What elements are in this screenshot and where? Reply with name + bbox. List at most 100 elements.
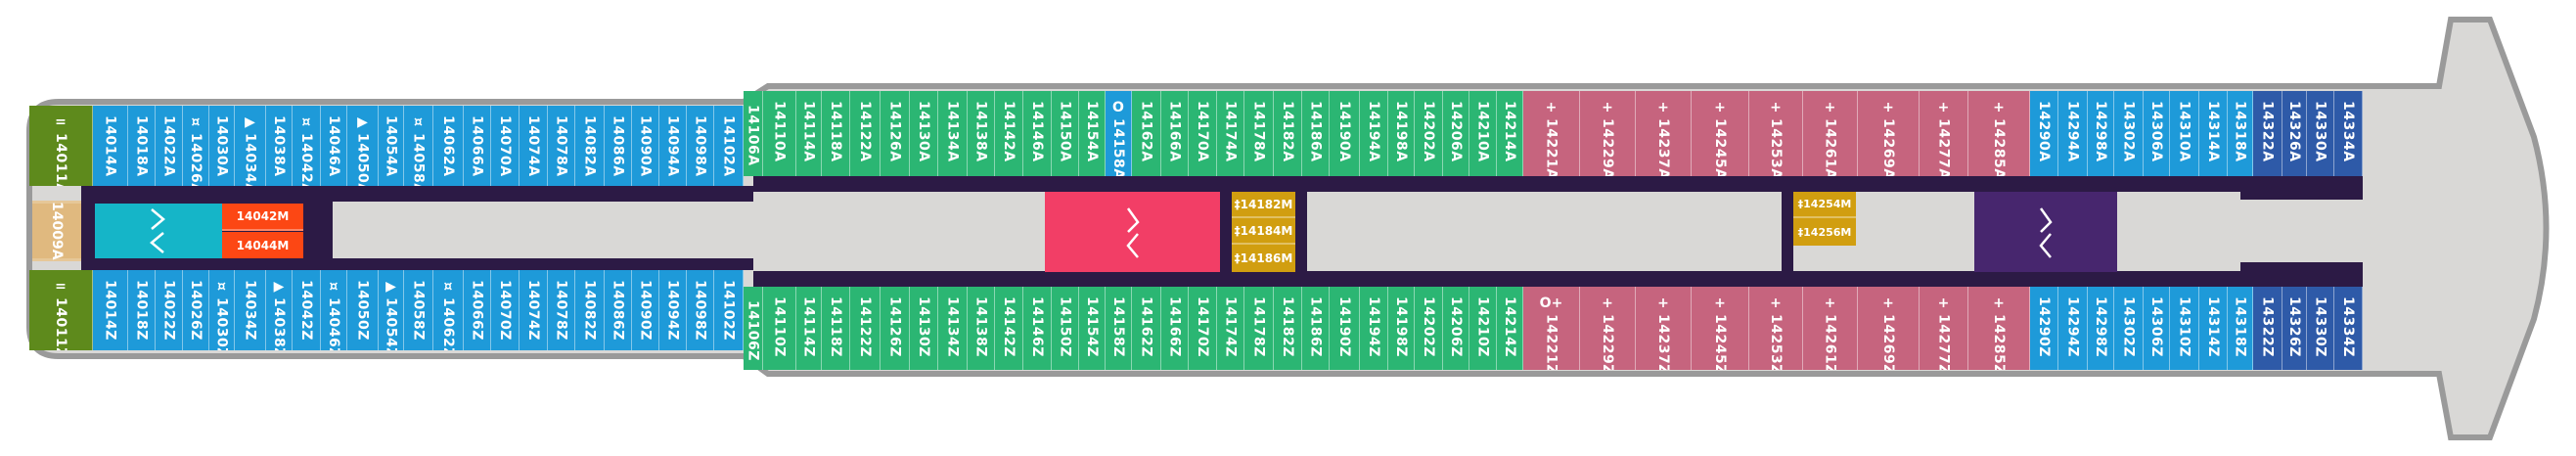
cabin-14198Z[interactable]: 14198Z — [1388, 287, 1415, 370]
cabin-14070A[interactable]: 14070A — [491, 106, 520, 186]
cabin-14154A[interactable]: 14154A — [1079, 91, 1106, 176]
cabin-14058Z[interactable]: 14058Z — [404, 270, 433, 350]
cabin-14138Z[interactable]: 14138Z — [968, 287, 995, 370]
cabin-14314Z[interactable]: 14314Z — [2199, 287, 2228, 370]
cabin-14026A[interactable]: ¤14026A — [183, 106, 209, 186]
cabin-14066A[interactable]: 14066A — [464, 106, 491, 186]
cabin-14210Z[interactable]: 14210Z — [1469, 287, 1497, 370]
cabin-14098A[interactable]: 14098A — [687, 106, 714, 186]
cabin-14170Z[interactable]: 14170Z — [1189, 287, 1217, 370]
cabin-14162A[interactable]: 14162A — [1132, 91, 1161, 176]
cabin-14038A[interactable]: 14038A — [266, 106, 293, 186]
cabin-14290Z[interactable]: 14290Z — [2030, 287, 2058, 370]
cabin-14206Z[interactable]: 14206Z — [1443, 287, 1469, 370]
cabin-14090A[interactable]: 14090A — [632, 106, 659, 186]
cabin-14184M[interactable]: ‡14184M — [1232, 218, 1295, 245]
cabin-14269A[interactable]: +14269A — [1858, 91, 1920, 176]
cabin-14094Z[interactable]: 14094Z — [659, 270, 687, 350]
cabin-14198A[interactable]: 14198A — [1388, 91, 1415, 176]
cabin-14150Z[interactable]: 14150Z — [1052, 287, 1079, 370]
cabin-14326Z[interactable]: 14326Z — [2282, 287, 2307, 370]
cabin-14034A[interactable]: ▶14034A — [235, 106, 266, 186]
cabin-14078A[interactable]: 14078A — [548, 106, 575, 186]
cabin-14229A[interactable]: +14229A — [1580, 91, 1636, 176]
cabin-14086Z[interactable]: 14086Z — [605, 270, 632, 350]
cabin-14306A[interactable]: 14306A — [2144, 91, 2170, 176]
cabin-14310A[interactable]: 14310A — [2170, 91, 2199, 176]
cabin-14022A[interactable]: 14022A — [156, 106, 183, 186]
cabin-14158Z[interactable]: 14158Z — [1106, 287, 1132, 370]
cabin-14254M[interactable]: ‡14254M — [1793, 192, 1856, 218]
cabin-14014Z[interactable]: 14014Z — [93, 270, 128, 350]
cabin-14078Z[interactable]: 14078Z — [548, 270, 575, 350]
cabin-14190A[interactable]: 14190A — [1330, 91, 1360, 176]
cabin-14146Z[interactable]: 14146Z — [1023, 287, 1052, 370]
cabin-14186Z[interactable]: 14186Z — [1302, 287, 1330, 370]
cabin-14178A[interactable]: 14178A — [1244, 91, 1274, 176]
cabin-14106Z[interactable]: 14106Z — [744, 287, 763, 370]
cabin-14118Z[interactable]: 14118Z — [822, 287, 850, 370]
cabin-14214Z[interactable]: 14214Z — [1497, 287, 1523, 370]
cabin-14102A[interactable]: 14102A — [714, 106, 744, 186]
cabin-14253Z[interactable]: +14253Z — [1749, 287, 1803, 370]
cabin-14206A[interactable]: 14206A — [1443, 91, 1469, 176]
cabin-14046Z[interactable]: ¤14046Z — [321, 270, 347, 350]
cabin-14050Z[interactable]: 14050Z — [347, 270, 379, 350]
cabin-14130A[interactable]: 14130A — [910, 91, 938, 176]
cabin-14330A[interactable]: 14330A — [2307, 91, 2334, 176]
cabin-14318A[interactable]: 14318A — [2228, 91, 2253, 176]
cabin-14054Z[interactable]: ▶14054Z — [379, 270, 404, 350]
cabin-14326A[interactable]: 14326A — [2282, 91, 2307, 176]
cabin-14186A[interactable]: 14186A — [1302, 91, 1330, 176]
cabin-14011A[interactable]: =14011A — [29, 106, 93, 186]
cabin-14182M[interactable]: ‡14182M — [1232, 192, 1295, 218]
cabin-14066Z[interactable]: 14066Z — [464, 270, 491, 350]
cabin-14011Z[interactable]: =14011Z — [29, 270, 93, 350]
cabin-14062Z[interactable]: ¤14062Z — [433, 270, 464, 350]
cabin-14082Z[interactable]: 14082Z — [575, 270, 605, 350]
cabin-14166Z[interactable]: 14166Z — [1161, 287, 1189, 370]
cabin-14245A[interactable]: +14245A — [1692, 91, 1749, 176]
cabin-14245Z[interactable]: +14245Z — [1692, 287, 1749, 370]
cabin-14138A[interactable]: 14138A — [968, 91, 995, 176]
cabin-14018Z[interactable]: 14018Z — [128, 270, 156, 350]
cabin-14094A[interactable]: 14094A — [659, 106, 687, 186]
cabin-14285A[interactable]: +14285A — [1968, 91, 2030, 176]
cabin-14042M[interactable]: 14042M — [222, 204, 303, 231]
cabin-14062A[interactable]: 14062A — [433, 106, 464, 186]
cabin-14126A[interactable]: 14126A — [881, 91, 910, 176]
cabin-14285Z[interactable]: +14285Z — [1968, 287, 2030, 370]
cabin-14118A[interactable]: 14118A — [822, 91, 850, 176]
cabin-14110Z[interactable]: 14110Z — [763, 287, 796, 370]
cabin-14154Z[interactable]: 14154Z — [1079, 287, 1106, 370]
cabin-14174Z[interactable]: 14174Z — [1217, 287, 1244, 370]
cabin-14034Z[interactable]: 14034Z — [235, 270, 266, 350]
cabin-14106A[interactable]: 14106A — [744, 91, 763, 176]
cabin-14046A[interactable]: 14046A — [321, 106, 347, 186]
cabin-14237Z[interactable]: +14237Z — [1636, 287, 1692, 370]
cabin-14022Z[interactable]: 14022Z — [156, 270, 183, 350]
cabin-14018A[interactable]: 14018A — [128, 106, 156, 186]
cabin-14126Z[interactable]: 14126Z — [881, 287, 910, 370]
cabin-14038Z[interactable]: ▶14038Z — [266, 270, 293, 350]
cabin-14302Z[interactable]: 14302Z — [2114, 287, 2144, 370]
cabin-14261Z[interactable]: +14261Z — [1803, 287, 1858, 370]
cabin-14054A[interactable]: 14054A — [379, 106, 404, 186]
cabin-14294A[interactable]: 14294A — [2058, 91, 2088, 176]
cabin-14277Z[interactable]: +14277Z — [1920, 287, 1968, 370]
cabin-14182Z[interactable]: 14182Z — [1274, 287, 1302, 370]
cabin-14202A[interactable]: 14202A — [1415, 91, 1443, 176]
cabin-14256M[interactable]: ‡14256M — [1793, 218, 1856, 246]
cabin-14030Z[interactable]: ¤14030Z — [209, 270, 235, 350]
cabin-14202Z[interactable]: 14202Z — [1415, 287, 1443, 370]
cabin-14102Z[interactable]: 14102Z — [714, 270, 744, 350]
cabin-14150A[interactable]: 14150A — [1052, 91, 1079, 176]
cabin-14302A[interactable]: 14302A — [2114, 91, 2144, 176]
cabin-14042Z[interactable]: 14042Z — [293, 270, 321, 350]
cabin-14269Z[interactable]: +14269Z — [1858, 287, 1920, 370]
cabin-14318Z[interactable]: 14318Z — [2228, 287, 2253, 370]
cabin-14253A[interactable]: +14253A — [1749, 91, 1803, 176]
cabin-14314A[interactable]: 14314A — [2199, 91, 2228, 176]
cabin-14166A[interactable]: 14166A — [1161, 91, 1189, 176]
cabin-14306Z[interactable]: 14306Z — [2144, 287, 2170, 370]
